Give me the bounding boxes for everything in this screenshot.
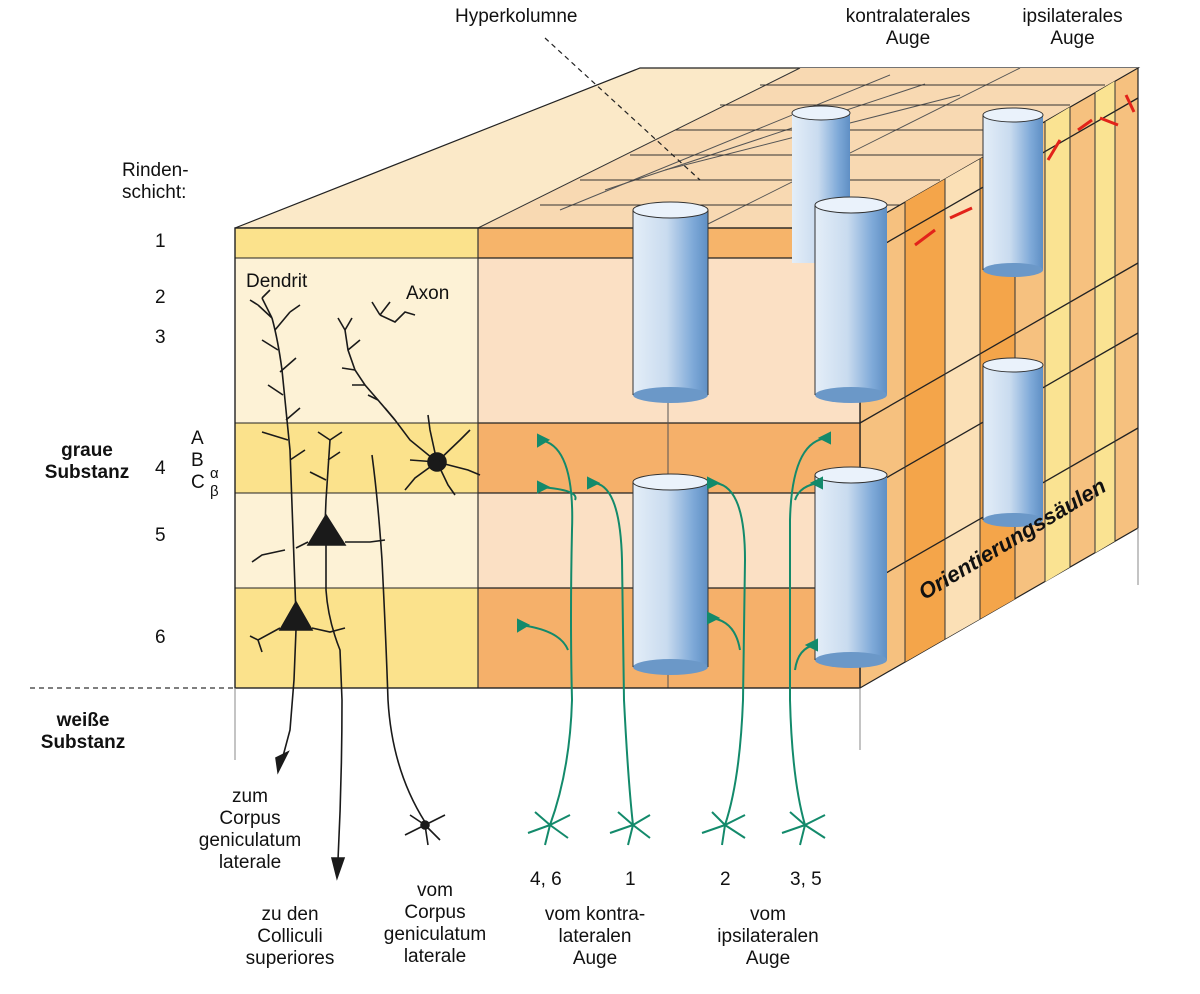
- hyperkolumne-pointer: [544, 37, 701, 181]
- label-layers-4-6: 4, 6: [530, 869, 562, 890]
- stellate-neuron-layer4: [337, 301, 481, 496]
- label-layer-2: 2: [155, 287, 166, 308]
- pyramidal-neuron-layer5: [295, 431, 386, 881]
- label-layers-3-5: 3, 5: [790, 869, 822, 890]
- cylinder-front-left-top: [632, 201, 709, 403]
- label-colliculi-superiores: zu den Colliculi superiores: [245, 904, 335, 969]
- label-dendrit: Dendrit: [246, 271, 308, 292]
- lgn-afferent-ipsi-35: [781, 431, 831, 846]
- label-vom-ipsilateralen-auge: vom ipsilateralen Auge: [717, 904, 819, 969]
- label-layer-4a: A: [191, 428, 204, 449]
- label-ipsilaterales-auge: ipsilaterales Auge: [1022, 6, 1123, 49]
- label-layer-4: 4: [155, 458, 166, 479]
- label-rindenschicht: Rinden- schicht:: [122, 160, 189, 203]
- cylinder-right-top: [982, 107, 1044, 277]
- label-layer-1-input: 1: [625, 869, 636, 890]
- label-hyperkolumne: Hyperkolumne: [455, 6, 578, 27]
- label-kontralaterales-auge: kontralaterales Auge: [845, 6, 971, 49]
- label-layer-4b: B: [191, 450, 204, 471]
- label-layer-1: 1: [155, 231, 166, 252]
- label-vom-corpus-geniculatum: vom Corpus geniculatum laterale: [383, 880, 487, 967]
- label-vom-kontralateralen-auge: vom kontra- lateralen Auge: [544, 904, 646, 969]
- top-face-grid: [477, 67, 1105, 229]
- label-zum-corpus-geniculatum: zum Corpus geniculatum laterale: [198, 786, 302, 873]
- lgn-afferent-kontra-1: [537, 476, 651, 846]
- label-axon: Axon: [406, 283, 450, 304]
- label-beta: β: [210, 483, 219, 500]
- lgn-afferent-kontra-46: [517, 433, 574, 846]
- label-layer-6: 6: [155, 627, 166, 648]
- cylinder-right-bottom: [982, 357, 1044, 527]
- label-layer-5: 5: [155, 525, 166, 546]
- label-alpha: α: [210, 465, 219, 482]
- label-layer-4c: C: [191, 472, 205, 493]
- white-matter: [234, 528, 1139, 760]
- label-graue-substanz: graue Substanz: [44, 440, 130, 483]
- lgn-afferent-ipsi-2: [701, 476, 747, 846]
- label-weisse-substanz: weiße Substanz: [40, 710, 126, 753]
- cylinder-front-left-bottom: [632, 473, 709, 675]
- pyramidal-neuron-layer6: [249, 289, 346, 775]
- label-layer-3: 3: [155, 327, 166, 348]
- cylinder-front-right-top: [814, 196, 888, 403]
- cylinder-front-right-bottom: [814, 466, 888, 668]
- label-layer-2-input: 2: [720, 869, 731, 890]
- incoming-lgn-axon: [371, 454, 446, 846]
